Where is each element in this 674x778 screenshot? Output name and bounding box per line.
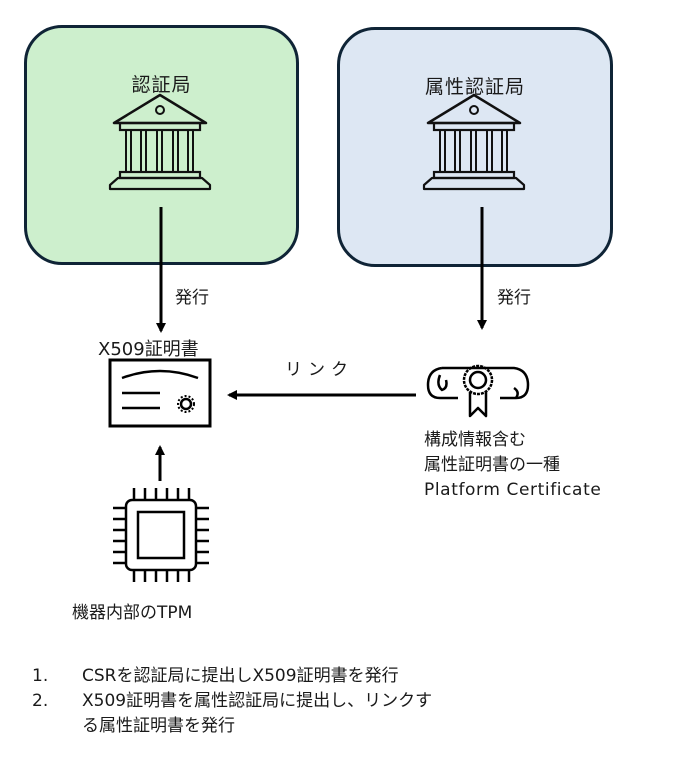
platform-certificate-line-1: 構成情報含む [424, 430, 526, 450]
step-text: X509証明書を属性認証局に提出し、リンクす [82, 691, 433, 711]
attribute-authority-title: 属性認証局 [424, 76, 525, 98]
attribute-authority-bank-icon [422, 93, 526, 191]
attribute-authority-box: 属性認証局 [337, 27, 613, 267]
x509-certificate-label: X509証明書 [98, 339, 199, 360]
certificate-document-icon [108, 358, 212, 428]
step-number: 1. [32, 666, 49, 686]
step-item: 2. X509証明書を属性認証局に提出し、リンクす る属性証明書を発行 [32, 689, 432, 739]
chip-icon [113, 488, 209, 582]
certificate-authority-title: 認証局 [131, 74, 192, 96]
platform-certificate-line-2: 属性証明書の一種 [424, 455, 560, 475]
step-item: 1. CSRを認証局に提出しX509証明書を発行 [32, 664, 432, 689]
diploma-scroll-icon [426, 364, 530, 418]
ca-issue-label: 発行 [175, 288, 209, 308]
platform-certificate-label: 構成情報含む 属性証明書の一種 Platform Certificate [424, 428, 601, 503]
step-number: 2. [32, 691, 49, 711]
step-text: CSRを認証局に提出しX509証明書を発行 [82, 666, 399, 686]
aca-issue-label: 発行 [497, 288, 531, 308]
tpm-label: 機器内部のTPM [72, 603, 193, 623]
steps-list: 1. CSRを認証局に提出しX509証明書を発行 2. X509証明書を属性認証… [32, 664, 432, 739]
link-label: リンク [285, 360, 354, 380]
certificate-authority-bank-icon [108, 93, 212, 191]
platform-certificate-line-3: Platform Certificate [424, 480, 602, 500]
step-text-continued: る属性証明書を発行 [82, 716, 235, 736]
